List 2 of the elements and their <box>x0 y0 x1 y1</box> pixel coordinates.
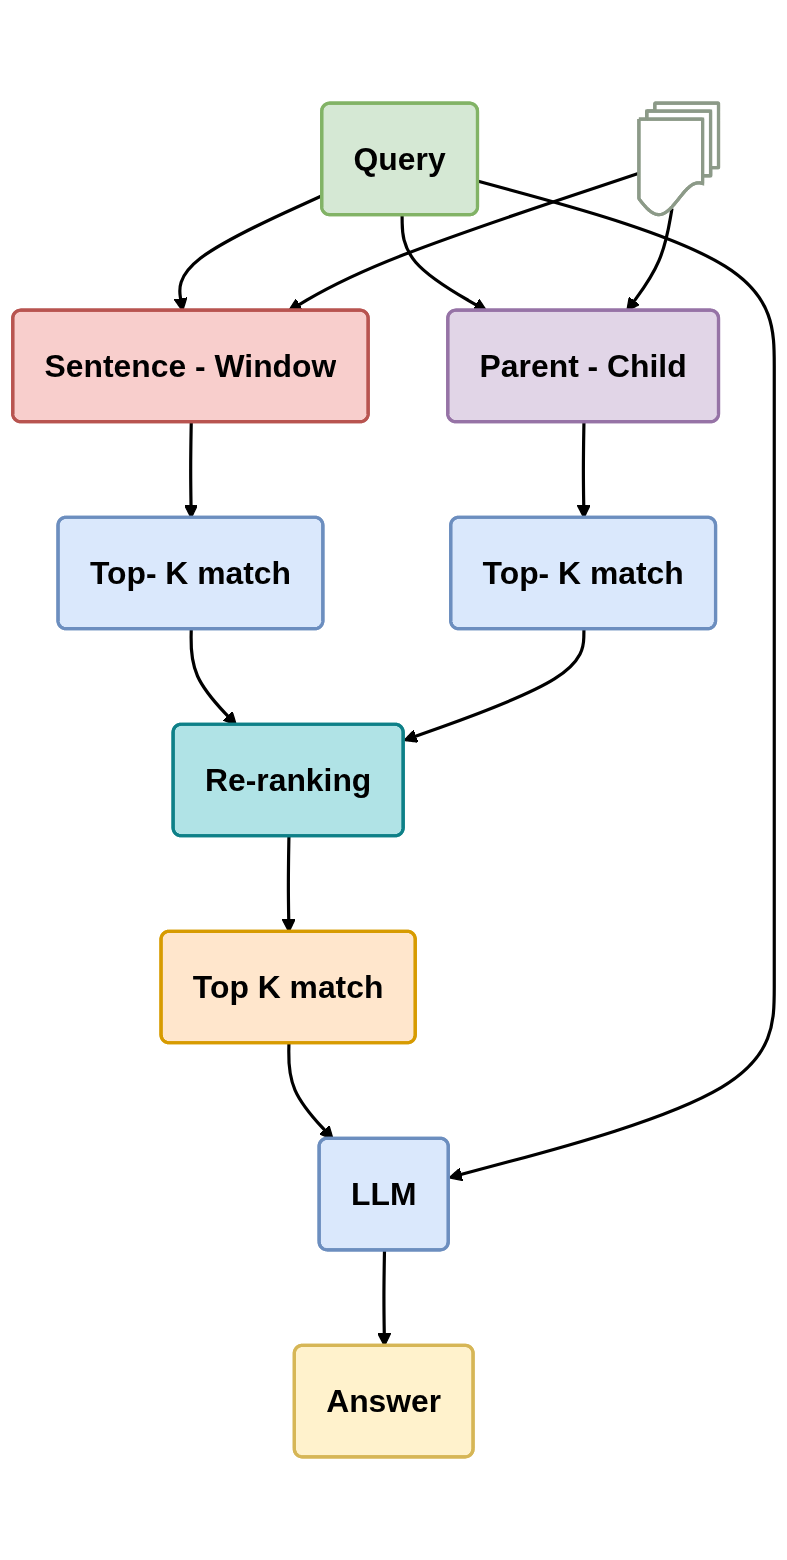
arrow <box>287 1043 334 1140</box>
arrow <box>448 179 776 1182</box>
